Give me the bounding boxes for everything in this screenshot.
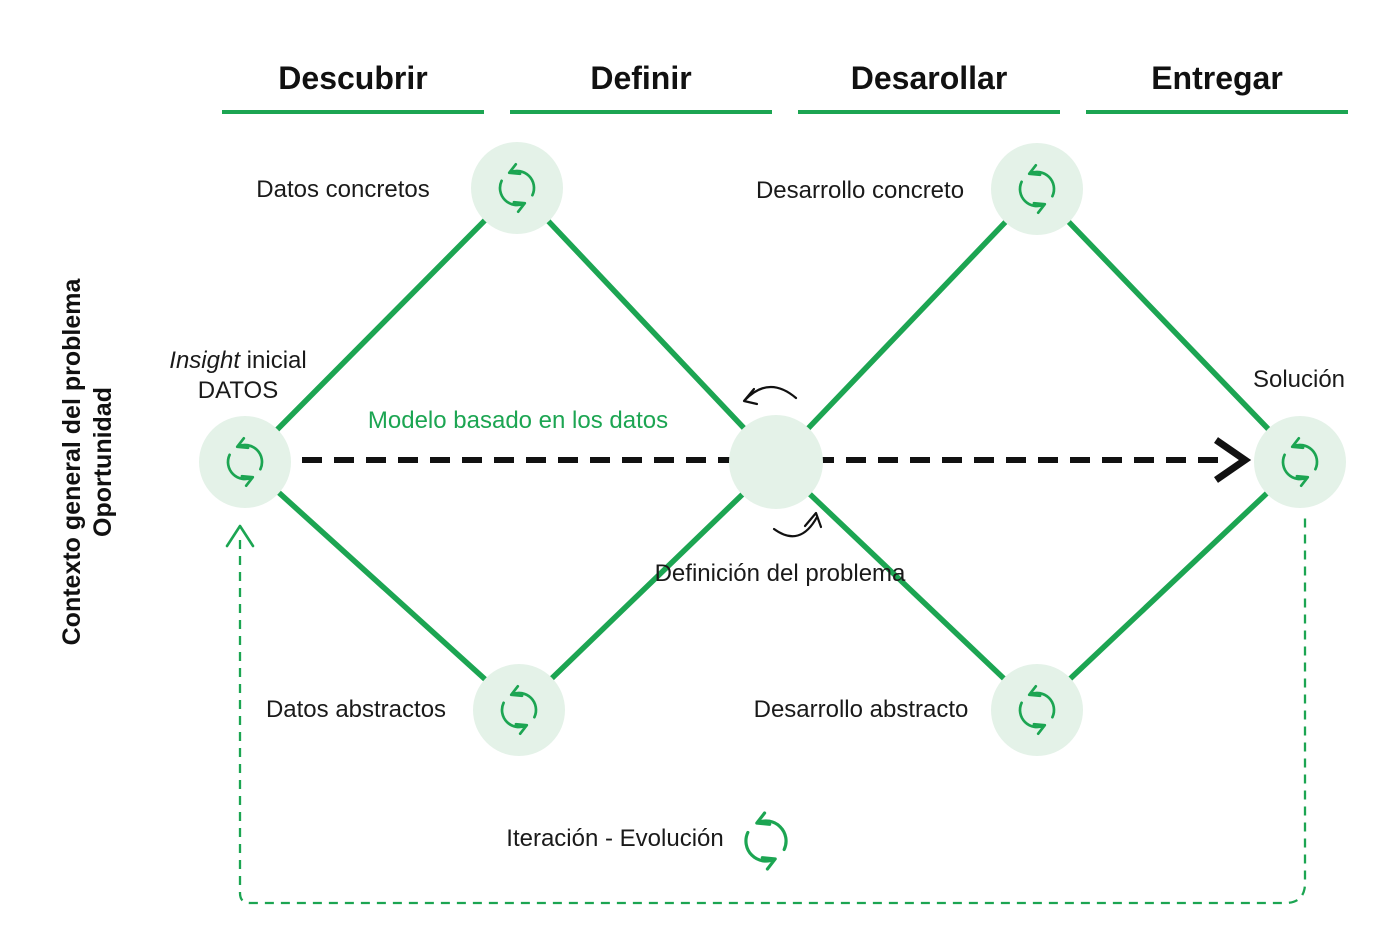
label-insight-inicial: Insight inicial DATOS [169,346,306,406]
side-context-line1: Contexto general del problema [58,278,86,646]
cycle-arrows-icon [744,811,788,871]
curved-arrow-right-head-icon [803,511,823,529]
label-datos-word: DATOS [197,377,279,404]
label-inicial-word: inicial [240,347,307,374]
node-circles [199,142,1346,756]
phase-header-descubrir: Descubrir [278,60,428,96]
node-circle-desarrollo-concreto [991,143,1083,235]
phase-underline-descubrir [222,110,484,114]
label-definicion-problema: Definición del problema [654,560,906,587]
label-solucion: Solución [1252,366,1346,393]
side-context-line2: Oportunidad [89,387,117,537]
right-arrowhead-icon [1214,437,1252,483]
curved-arrow-left-head-icon [742,387,759,406]
phase-header-desarollar: Desarollar [850,60,1008,96]
label-datos-concretos: Datos concretos [256,176,430,203]
label-desarrollo-abstracto: Desarrollo abstracto [753,696,969,723]
node-circle-definicion [729,415,823,509]
label-desarrollo-concreto: Desarrollo concreto [755,177,965,204]
phase-underline-desarollar [798,110,1060,114]
phase-underline-entregar [1086,110,1348,114]
label-iteracion-evolucion: Iteración - Evolución [506,825,724,852]
diamond-edges [243,186,1302,713]
up-arrowhead-icon [225,524,255,548]
label-insight-word: Insight [169,347,241,374]
iteration-feedback-loop [238,512,1307,905]
node-circle-datos-concretos [471,142,563,234]
label-modelo-basado: Modelo basado en los datos [367,407,669,434]
phase-header-entregar: Entregar [1151,60,1283,96]
label-insight-line1: Insight inicial [169,346,306,376]
node-circle-datos-abstractos [473,664,565,756]
label-datos-abstractos: Datos abstractos [265,696,447,723]
phase-underline-definir [510,110,772,114]
node-circle-solucion [1254,416,1346,508]
side-context-label: Contexto general del problema Oportunida… [57,279,119,646]
curved-arrow-right-icon [772,515,819,538]
phase-header-definir: Definir [590,60,692,96]
node-circle-insight [199,416,291,508]
node-circle-desarrollo-abstracto [991,664,1083,756]
